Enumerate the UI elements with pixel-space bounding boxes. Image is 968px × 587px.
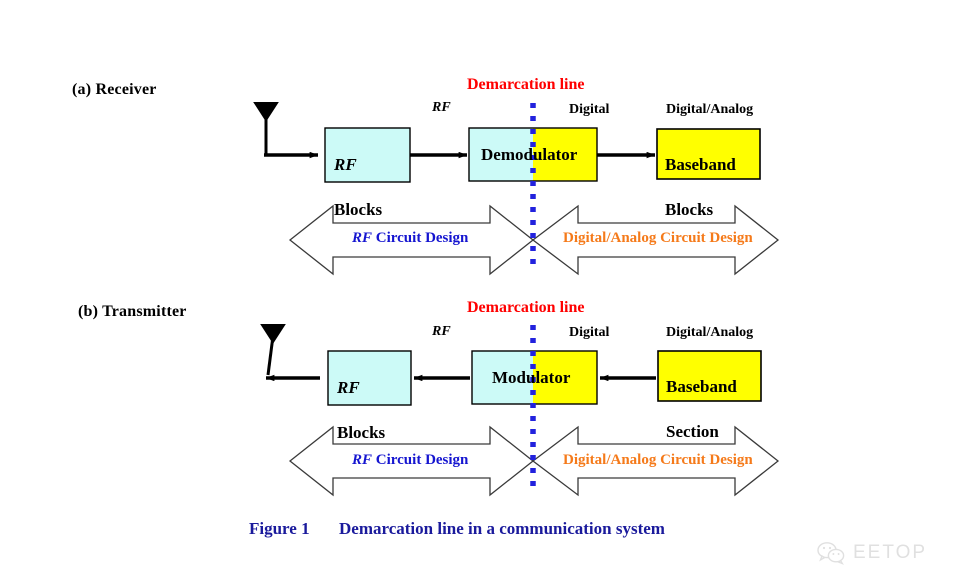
receiver-demarcation-label: Demarcation line (467, 76, 585, 93)
transmitter-signal-label-rf: RF (432, 324, 451, 339)
transmitter-section-title: (b) Transmitter (78, 303, 187, 320)
receiver-rf-blocks-line1: RF (334, 155, 357, 175)
watermark-text: EETOP (853, 542, 928, 563)
receiver-rf-blocks-label: RF Blocks (334, 132, 382, 222)
rx-da-band-arrow (531, 204, 780, 276)
transmitter-rf-band-text: Circuit Design (372, 452, 469, 468)
tx-baseband-box (657, 350, 762, 402)
transmitter-rf-blocks-line1: RF (337, 378, 360, 398)
figure-caption-text: Demarcation line in a communication syst… (339, 519, 665, 538)
receiver-demodulator-label: Demodulator (481, 145, 578, 164)
receiver-rf-band-prefix: RF (352, 230, 373, 246)
figure-caption-number: Figure 1 (249, 519, 310, 538)
transmitter-rf-band-label: RF Circuit Design (352, 452, 468, 469)
transmitter-baseband-line1: Baseband (666, 377, 737, 397)
transmit-antenna (260, 324, 320, 382)
wechat-icon (817, 542, 845, 565)
receiver-da-band-label: Digital/Analog Circuit Design (563, 230, 753, 246)
transmitter-signal-label-digital-analog: Digital/Analog (666, 325, 754, 340)
receiver-section-title: (a) Receiver (72, 81, 157, 98)
receive-antenna (253, 102, 319, 159)
rx-demodulator-box (468, 127, 598, 182)
receiver-signal-label-digital-analog: Digital/Analog (666, 102, 754, 117)
tx-rf-blocks-box (327, 350, 412, 406)
transmitter-rf-blocks-label: RF Blocks (337, 355, 385, 445)
transmitter-da-band-label: Digital/Analog Circuit Design (563, 452, 753, 468)
tx-modulator-box (471, 350, 598, 405)
receiver-rf-band-text: Circuit Design (372, 230, 469, 246)
receiver-baseband-line1: Baseband (665, 155, 736, 175)
transmitter-modulator-label: Modulator (492, 368, 571, 387)
receiver-signal-label-digital: Digital (569, 102, 610, 117)
tx-da-band-arrow (531, 425, 780, 497)
rx-baseband-box (656, 128, 761, 180)
receiver-baseband-label: Baseband Blocks (665, 132, 736, 222)
transmitter-demarcation-label: Demarcation line (467, 299, 585, 316)
transmitter-signal-label-digital: Digital (569, 325, 610, 340)
transmitter-baseband-label: Baseband Section (666, 354, 737, 444)
receiver-rf-band-label: RF Circuit Design (352, 230, 468, 247)
transmitter-baseband-line2: Section (666, 422, 719, 442)
transmitter-rf-blocks-line2: Blocks (337, 423, 386, 443)
watermark: EETOP (816, 541, 927, 565)
receiver-baseband-line2: Blocks (665, 200, 714, 220)
rx-rf-blocks-box (324, 127, 411, 183)
receiver-signal-label-rf: RF (432, 100, 451, 115)
receiver-rf-blocks-line2: Blocks (334, 200, 383, 220)
transmitter-rf-band-prefix: RF (352, 452, 373, 468)
